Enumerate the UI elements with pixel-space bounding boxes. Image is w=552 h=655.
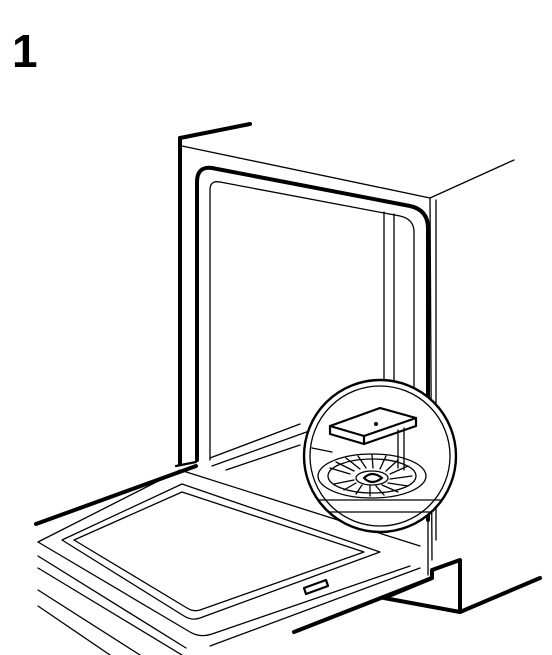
plinth bbox=[292, 519, 542, 634]
filter-detail-callout bbox=[302, 378, 458, 534]
step-number: 1 bbox=[12, 25, 38, 77]
frame-outline bbox=[178, 122, 252, 466]
open-door bbox=[37, 469, 421, 655]
